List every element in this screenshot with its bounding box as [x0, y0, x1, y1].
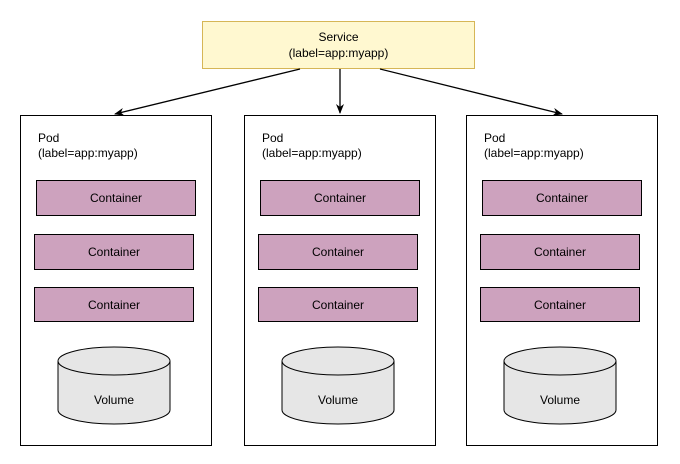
pod-2-volume-text: Volume [317, 393, 359, 407]
pod-3-container-2: Container [480, 234, 640, 270]
pod-2-title: Pod [262, 131, 284, 145]
pod-2-container-3: Container [258, 287, 418, 322]
pod-1-header: Pod (label=app:myapp) [38, 131, 138, 161]
pod-1-container-1: Container [36, 180, 196, 216]
pod-3-header: Pod (label=app:myapp) [484, 131, 584, 161]
pod-1-label: (label=app:myapp) [38, 146, 138, 160]
pod-3-volume-text: Volume [539, 393, 581, 407]
pod-3-title: Pod [484, 131, 506, 145]
pod-3-volume-icon [503, 346, 617, 425]
pod-3-label: (label=app:myapp) [484, 146, 584, 160]
pod-1-container-3: Container [34, 287, 194, 322]
pod-1-volume-icon [57, 346, 171, 425]
pod-3-container-1: Container [482, 180, 642, 216]
service-to-pod-3-arrow [379, 68, 563, 116]
pod-2-container-1: Container [260, 180, 420, 216]
service-label: (label=app:myapp) [288, 46, 389, 60]
service-to-pod-1-arrow [114, 68, 301, 116]
service-title: Service [318, 30, 359, 44]
service-box: Service (label=app:myapp) [202, 21, 475, 69]
pod-3-container-3: Container [480, 287, 640, 322]
pod-2-volume-icon [281, 346, 395, 425]
pod-2-label: (label=app:myapp) [262, 146, 362, 160]
pod-1-container-2: Container [34, 234, 194, 270]
pod-2-header: Pod (label=app:myapp) [262, 131, 362, 161]
pod-1-volume-text: Volume [93, 393, 135, 407]
pod-1-title: Pod [38, 131, 60, 145]
pod-2-container-2: Container [258, 234, 418, 270]
